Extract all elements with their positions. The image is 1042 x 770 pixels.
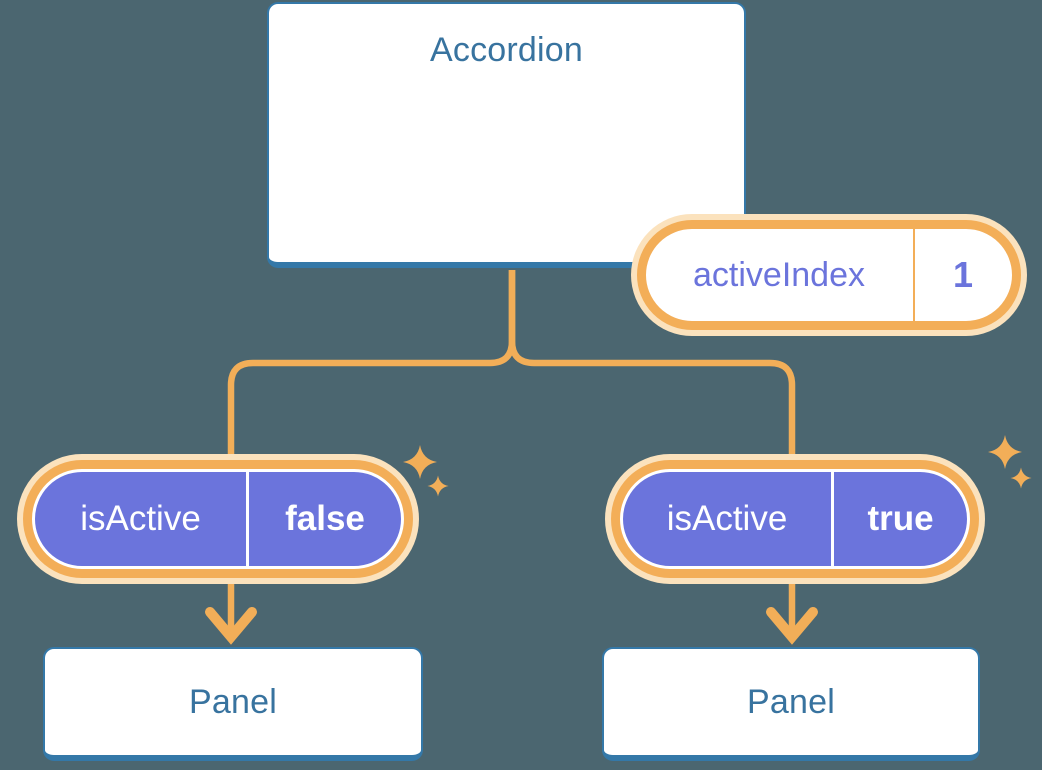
arrow-down-icon: [766, 607, 818, 645]
sparkle-icon: [1010, 467, 1032, 489]
panel-title: Panel: [747, 682, 835, 721]
prop-value-label: false: [285, 499, 365, 538]
prop-name-label: isActive: [666, 499, 788, 538]
panel-box-left: Panel: [43, 647, 423, 761]
sparkle-icon: [988, 435, 1022, 469]
arrow-down-icon: [205, 607, 257, 645]
component-title: Accordion: [430, 31, 583, 69]
pill-divider: [831, 472, 834, 566]
prop-pill-true: isActive true: [620, 469, 970, 569]
pill-divider: [912, 229, 915, 321]
state-name-label: activeIndex: [693, 255, 865, 294]
sparkle-icon: [427, 475, 449, 497]
state-pill: activeIndex 1: [636, 220, 1021, 330]
connector-line-right: [508, 270, 796, 633]
sparkle-icon: [403, 445, 437, 479]
prop-value-label: true: [867, 499, 934, 538]
accordion-component-box: Accordion activeIndex 1: [267, 2, 1021, 330]
prop-pill-false: isActive false: [32, 469, 404, 569]
panel-title: Panel: [189, 682, 277, 721]
panel-box-right: Panel: [602, 647, 980, 761]
pill-divider: [246, 472, 249, 566]
prop-name-label: isActive: [80, 499, 201, 538]
connector-line-left: [227, 270, 516, 633]
state-value-label: 1: [952, 254, 974, 295]
